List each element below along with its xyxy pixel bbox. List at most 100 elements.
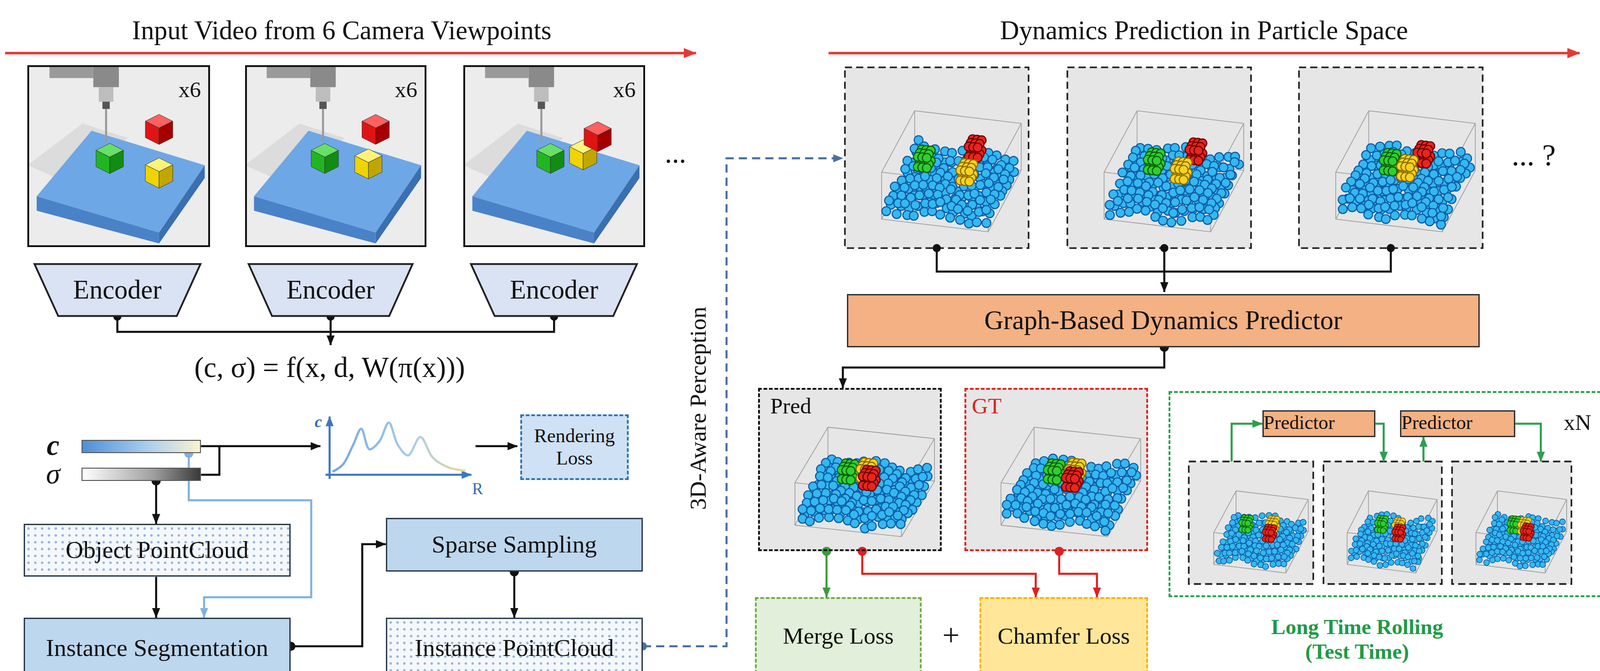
illustration-circle	[1147, 158, 1156, 167]
illustration-circle	[1387, 540, 1394, 547]
illustration-circle	[922, 462, 932, 472]
illustration-circle	[1274, 541, 1281, 548]
illustration-circle	[1409, 550, 1416, 556]
illustration-circle	[1272, 554, 1279, 561]
illustration-circle	[891, 512, 900, 522]
illustration-circle	[1365, 183, 1375, 192]
illustration-circle	[1122, 189, 1131, 199]
illustration-circle	[825, 477, 835, 487]
illustration-circle	[1179, 151, 1189, 161]
illustration-circle	[960, 209, 970, 218]
illustration-path	[1368, 522, 1438, 532]
illustration-circle	[1142, 197, 1151, 206]
illustration-circle	[1266, 536, 1272, 543]
illustration-circle	[1113, 504, 1123, 514]
illustration-circle	[1116, 478, 1126, 488]
illustration-path	[1235, 522, 1308, 532]
illustration-circle	[1149, 152, 1159, 161]
illustration-circle	[1050, 484, 1059, 494]
illustration-circle	[932, 158, 941, 167]
illustration-circle	[953, 204, 963, 214]
illustration-circle	[1075, 471, 1084, 481]
illustration-circle	[1508, 533, 1515, 540]
illustration-circle	[1074, 476, 1083, 486]
illustration-circle	[1238, 519, 1245, 526]
illustration-circle	[1244, 521, 1251, 528]
illustration-circle	[910, 190, 919, 200]
illustration-circle	[1246, 513, 1252, 520]
illustration-circle	[878, 519, 888, 529]
illustration-circle	[1395, 526, 1402, 533]
illustration-circle	[1371, 552, 1377, 558]
illustration-circle	[1389, 520, 1396, 526]
illustration-circle	[1415, 543, 1421, 550]
illustration-circle	[1177, 205, 1187, 214]
particle-scene	[845, 67, 1029, 248]
illustration-circle	[1271, 531, 1278, 538]
illustration-circle	[963, 206, 972, 216]
illustration-circle	[1400, 538, 1406, 544]
illustration-circle	[962, 162, 972, 172]
illustration-circle	[1382, 515, 1389, 522]
illustration-circle	[1025, 506, 1035, 515]
illustration-circle	[903, 508, 913, 518]
illustration-polygon	[324, 150, 339, 174]
illustration-circle	[975, 139, 985, 149]
video-frame-scene	[245, 65, 427, 247]
illustration-circle	[1240, 532, 1247, 539]
illustration-circle	[1152, 156, 1161, 165]
illustration-circle	[901, 473, 910, 483]
illustration-circle	[1074, 488, 1083, 498]
illustration-circle	[1373, 186, 1383, 195]
illustration-circle	[1547, 527, 1554, 534]
illustration-circle	[1456, 165, 1465, 175]
illustration-circle	[1229, 543, 1236, 549]
illustration-circle	[897, 492, 906, 501]
illustration-circle	[1238, 548, 1245, 554]
illustration-circle	[1276, 523, 1283, 530]
illustration-circle	[1102, 478, 1112, 488]
illustration-circle	[1257, 554, 1264, 561]
illustration-circle	[1366, 143, 1376, 153]
illustration-circle	[1348, 185, 1357, 195]
illustration-circle	[1027, 472, 1037, 482]
illustration-circle	[1265, 527, 1272, 534]
illustration-circle	[1405, 172, 1415, 182]
illustration-circle	[1173, 179, 1183, 188]
illustration-circle	[1352, 196, 1361, 206]
illustration-circle	[996, 169, 1006, 179]
illustration-circle	[1168, 150, 1178, 160]
particle-scene	[1067, 67, 1252, 248]
illustration-circle	[869, 507, 878, 516]
illustration-circle	[1084, 476, 1094, 486]
illustration-circle	[1112, 459, 1122, 468]
illustration-circle	[1411, 189, 1421, 199]
illustration-circle	[1394, 169, 1404, 179]
illustration-path	[827, 426, 829, 470]
illustration-circle	[1221, 178, 1231, 187]
illustration-circle	[1407, 169, 1416, 178]
illustration-circle	[846, 475, 856, 485]
illustration-circle	[805, 516, 815, 526]
illustration-circle	[1377, 562, 1383, 568]
illustration-circle	[1400, 549, 1406, 555]
illustration-circle	[1391, 545, 1397, 551]
illustration-circle	[1420, 523, 1427, 529]
illustration-circle	[1375, 524, 1381, 530]
illustration-circle	[1181, 160, 1191, 170]
illustration-path	[1497, 522, 1567, 532]
illustration-circle	[821, 458, 831, 467]
illustration-circle	[887, 470, 896, 480]
illustration-circle	[888, 502, 898, 511]
illustration-circle	[1439, 184, 1449, 194]
illustration-circle	[1047, 465, 1057, 475]
illustration-circle	[1111, 470, 1121, 479]
illustration-circle	[917, 154, 927, 164]
illustration-path	[1033, 426, 1035, 470]
illustration-circle	[1559, 518, 1566, 525]
illustration-circle	[1398, 522, 1404, 529]
illustration-circle	[1411, 158, 1421, 168]
frame-border	[1067, 67, 1252, 248]
illustration-circle	[886, 518, 896, 528]
illustration-path	[1243, 123, 1245, 171]
